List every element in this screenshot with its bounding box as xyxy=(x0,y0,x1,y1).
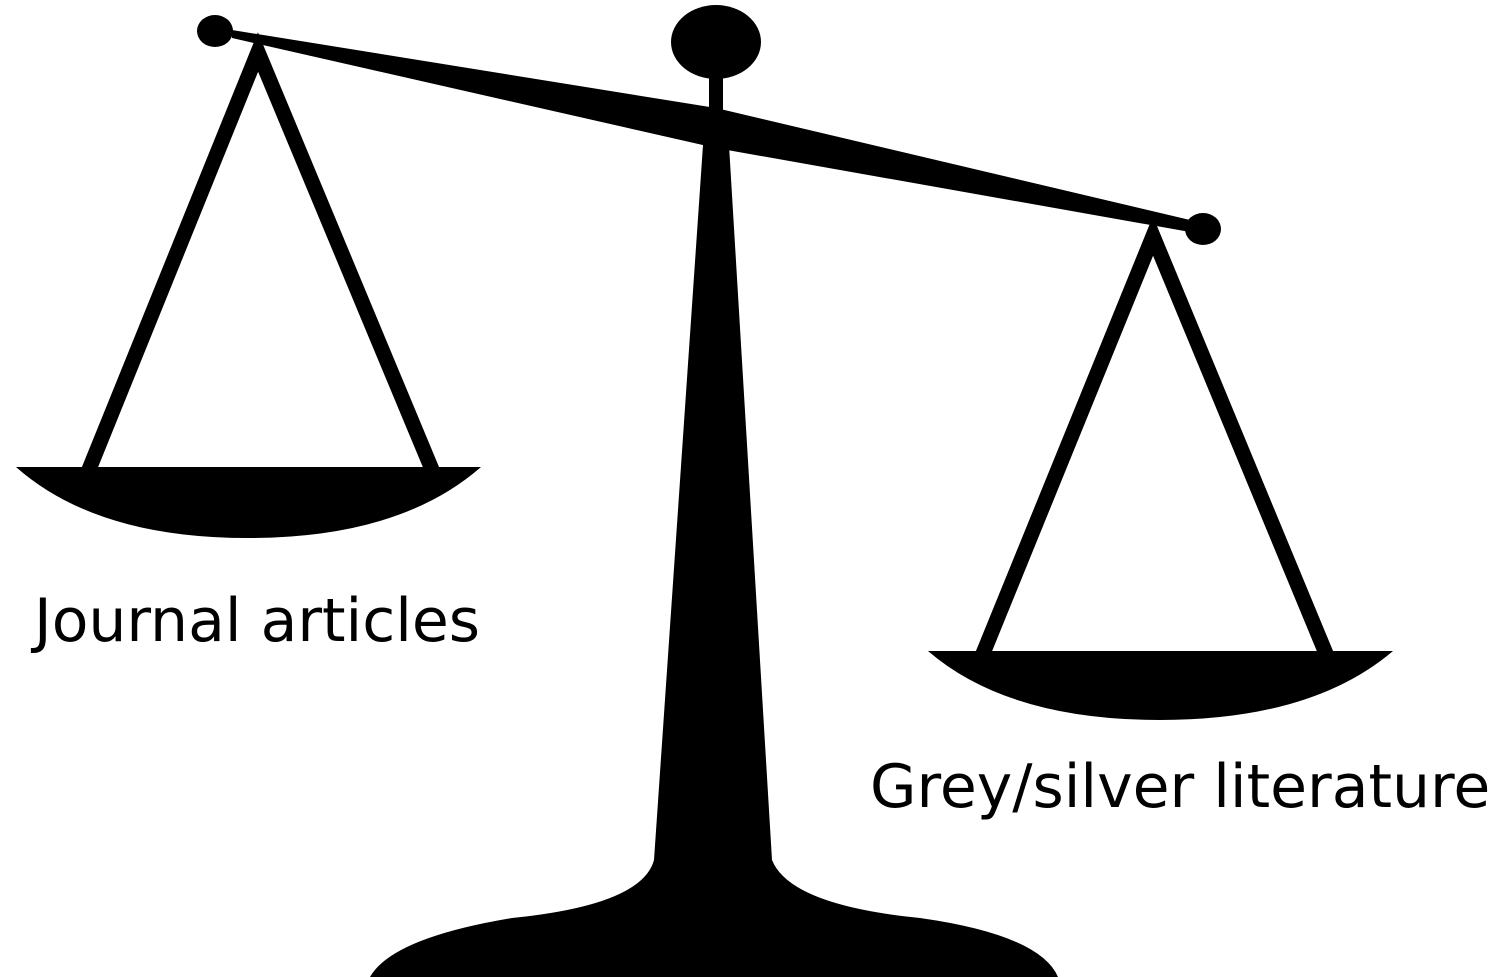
left-pan xyxy=(16,467,481,538)
left-hanger xyxy=(88,52,433,472)
right-pan-label: Grey/silver literature xyxy=(870,757,1490,817)
left-pan-label: Journal articles xyxy=(34,591,480,651)
right-hanger xyxy=(982,236,1327,656)
beam-end-left xyxy=(197,15,233,47)
right-pan xyxy=(928,651,1393,720)
beam-end-right xyxy=(1185,213,1221,245)
top-knob xyxy=(671,5,761,79)
pillar-and-base xyxy=(370,145,1058,977)
